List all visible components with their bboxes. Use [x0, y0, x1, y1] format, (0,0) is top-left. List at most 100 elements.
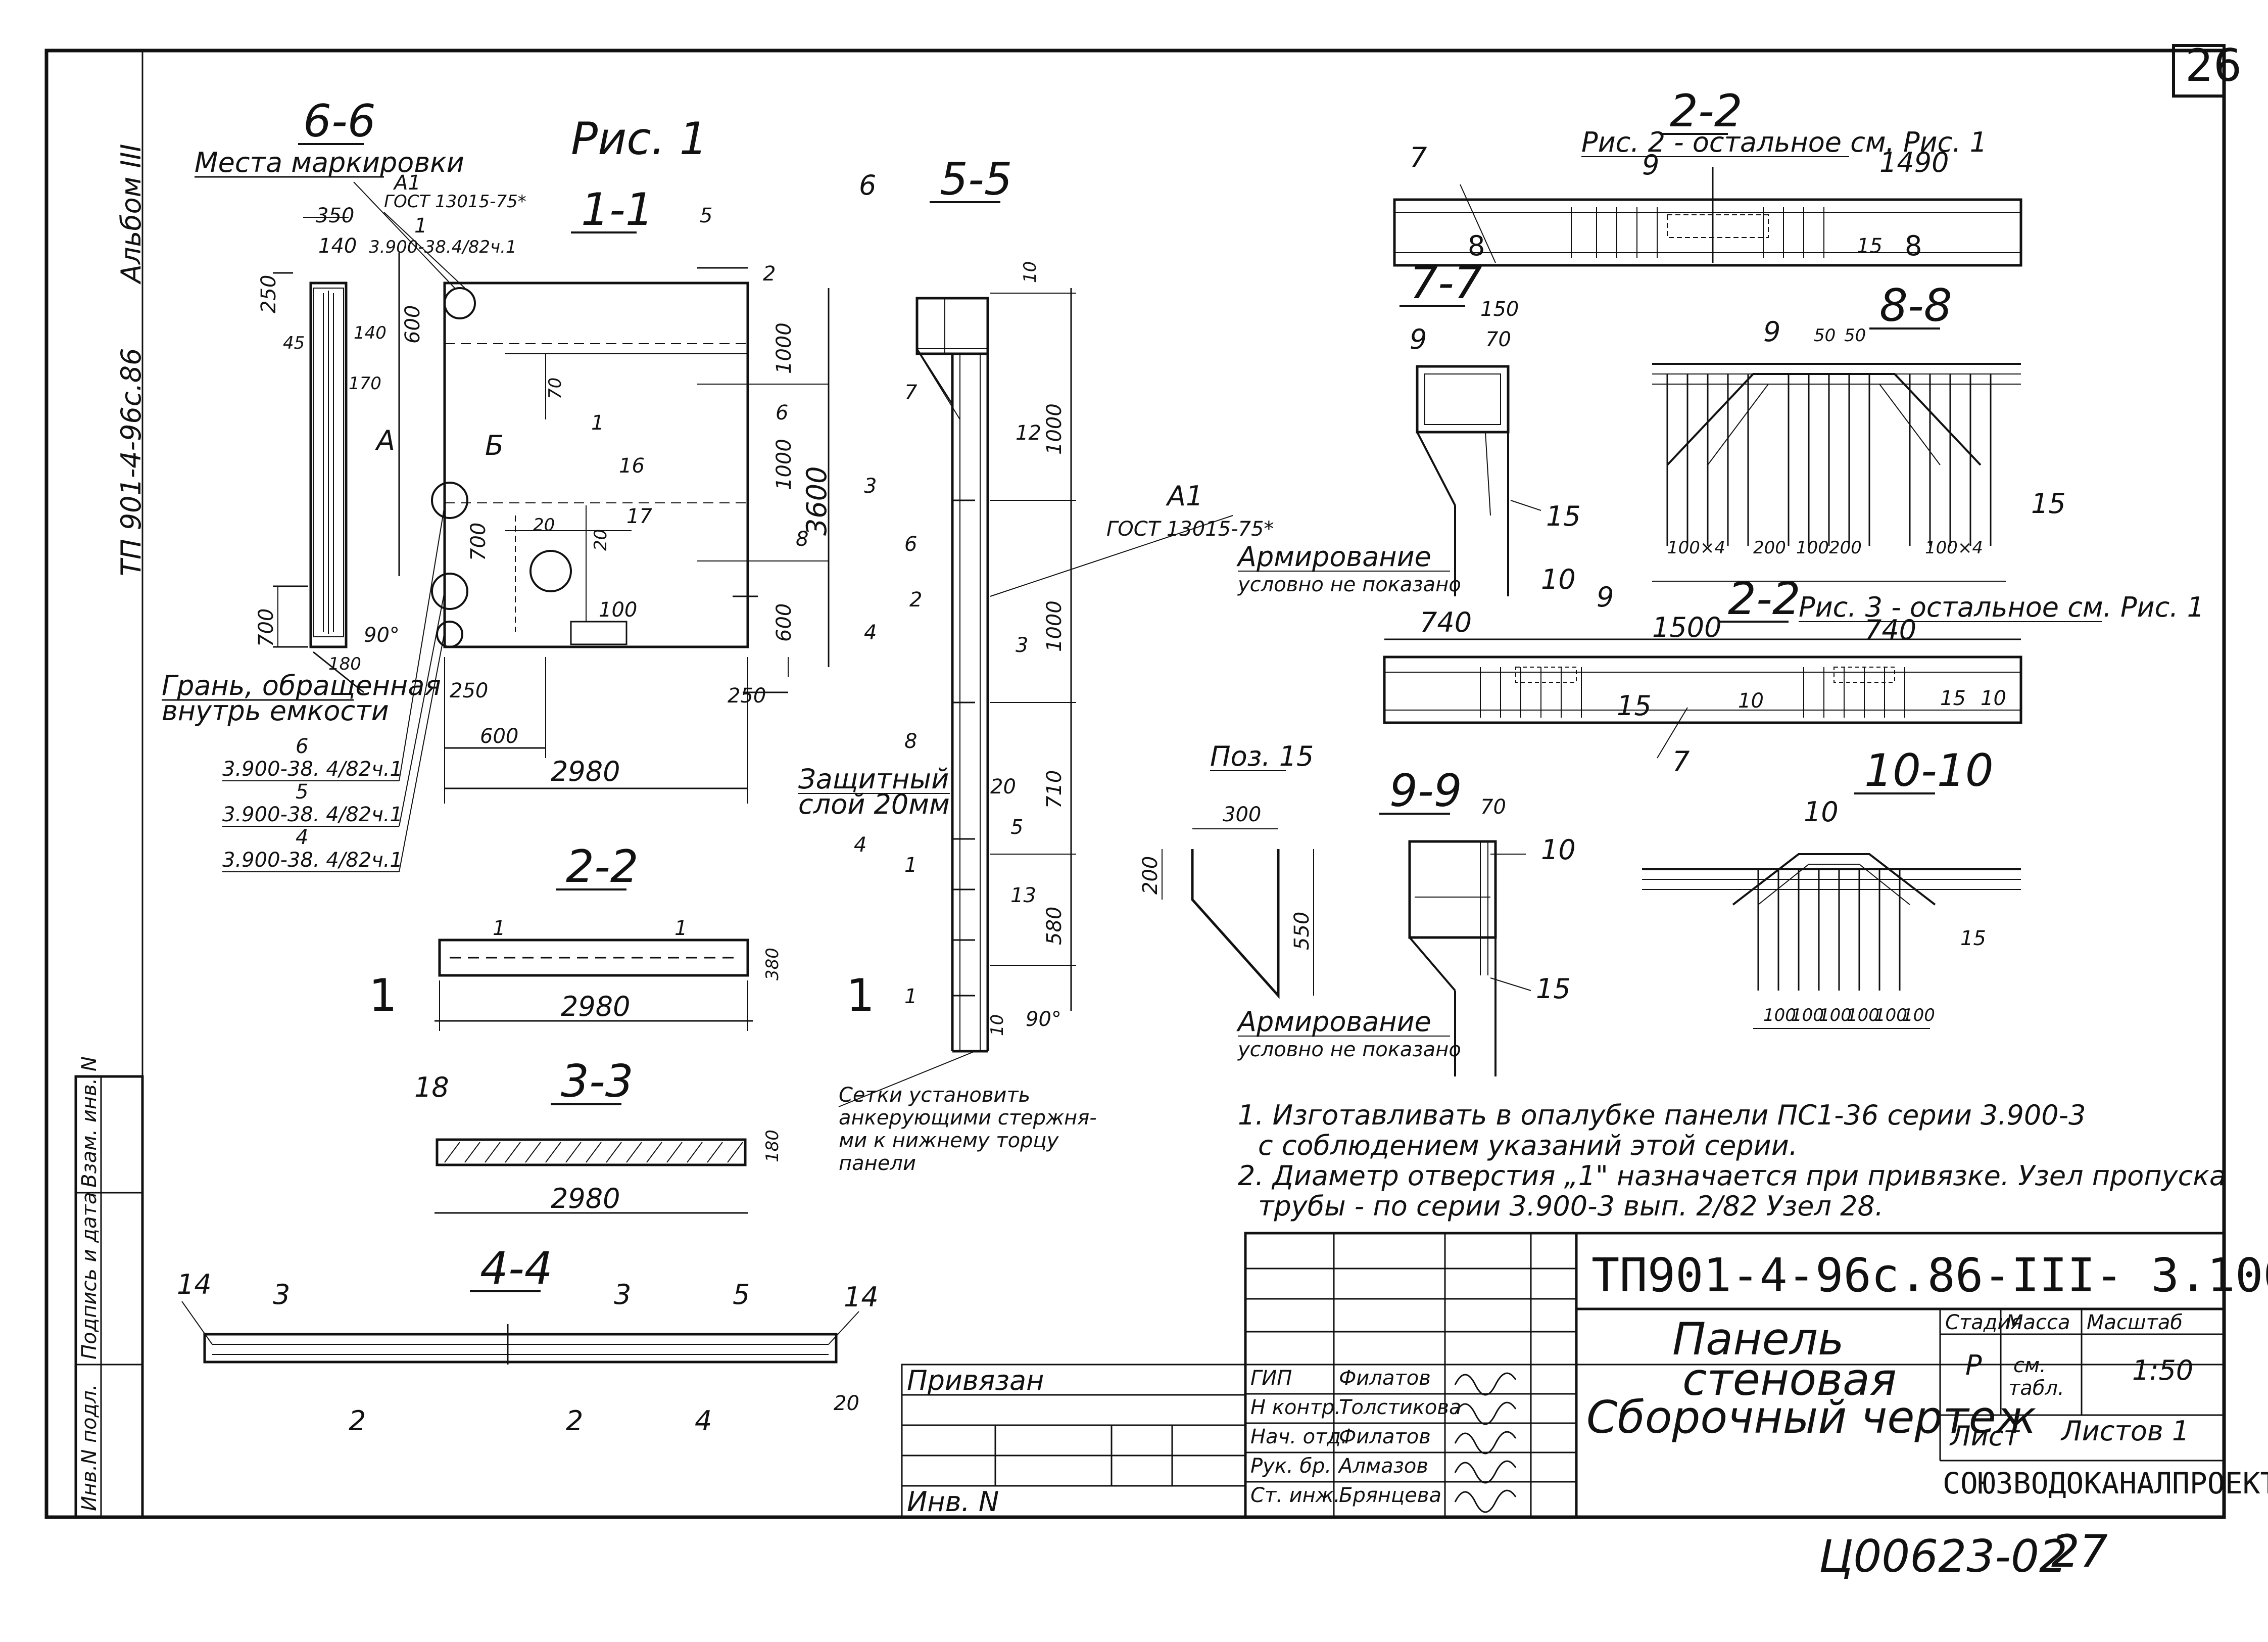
- dim-580: 580: [1043, 907, 1066, 945]
- note-1b: с соблюдением указаний этой серии.: [1258, 1130, 1798, 1161]
- side-stamp-inv: Инв.N подл.: [78, 1384, 101, 1511]
- pos-3d: 3: [614, 1279, 631, 1310]
- pos15-dim-200: 200: [1139, 856, 1162, 895]
- pos-1c: 1: [904, 985, 917, 1008]
- gost-label: ГОСТ 13015-75*: [384, 192, 526, 212]
- fig2-pos-9b: 9: [1410, 323, 1427, 355]
- fig3-reinf-1: Армирование: [1236, 1006, 1431, 1038]
- fig2-pos-8b: 8: [1905, 230, 1922, 262]
- dim-700b: 700: [467, 523, 490, 561]
- fig2-dim-70: 70: [1485, 328, 1511, 351]
- dim-70: 70: [545, 378, 565, 399]
- dim-20d: 20: [834, 1392, 859, 1415]
- fig3-spacing-5: 100: [1902, 1005, 1935, 1025]
- section-7-7-label: 7-7: [1410, 257, 1482, 309]
- fig2-dim-50a: 50: [1814, 325, 1836, 346]
- fig3-elevation: [1383, 638, 2022, 759]
- fig2-pos-9c: 9: [1763, 316, 1780, 348]
- stamp-stage-hdr: Стадия: [1945, 1311, 2022, 1334]
- fig3-pos-15b: 15: [1940, 687, 1966, 710]
- pos-14b: 14: [844, 1281, 879, 1313]
- pos-1b: 1: [904, 854, 917, 877]
- stamp-code: ТП901-4-96с.86-III- 3.100С6: [1591, 1248, 2268, 1302]
- pos-16: 16: [619, 454, 645, 478]
- section-1-1-drawing: [398, 253, 830, 804]
- side-stamp-replace: Взам. инв. N: [78, 1056, 101, 1188]
- pos-8b: 8: [904, 730, 917, 753]
- pos-12: 12: [1016, 421, 1041, 445]
- pos-6: 6: [776, 401, 788, 425]
- pos-5: 5: [700, 204, 712, 227]
- fig3-pos-10e: 10: [1804, 796, 1839, 828]
- dim-45: 45: [283, 333, 305, 353]
- section-5-5-drawing: [915, 288, 1076, 1053]
- note-2b: трубы - по серии 3.900-3 вып. 2/82 Узел …: [1258, 1190, 1884, 1222]
- dim-380: 380: [762, 948, 783, 980]
- fig3-pos-10d: 10: [1541, 834, 1576, 866]
- fig2-spacing-4: 100×4: [1925, 538, 1983, 558]
- dim-1000a: 1000: [773, 322, 796, 374]
- fig3-spacing-2: 100: [1819, 1005, 1852, 1025]
- section-9-9-drawing: [1408, 840, 1531, 1076]
- stamp-name-2: Филатов: [1339, 1425, 1431, 1448]
- stamp-scale: 1:50: [2132, 1354, 2193, 1386]
- pos15-title: Поз. 15: [1210, 740, 1314, 772]
- note-2a: 2. Диаметр отверстия „1" назначается при…: [1238, 1160, 2226, 1192]
- dim-170: 170: [349, 373, 381, 394]
- dim-3600: 3600: [801, 466, 833, 536]
- stamp-scale-hdr: Масштаб: [2087, 1311, 2183, 1334]
- pos-8: 8: [796, 528, 808, 551]
- dim-1000c: 1000: [1043, 403, 1066, 455]
- pos-3b: 3: [1016, 634, 1028, 657]
- dim-10b: 10: [987, 1014, 1007, 1036]
- dim-710: 710: [1043, 770, 1066, 809]
- pos-1-left: 1: [369, 969, 397, 1021]
- section-3-3-label: 3-3: [561, 1055, 634, 1107]
- page-number-box: [2172, 44, 2226, 98]
- fig2-pos-15a: 15: [1857, 234, 1883, 258]
- section-5-5-label: 5-5: [940, 153, 1012, 205]
- stamp-sheet-hdr: Лист: [1949, 1420, 2020, 1452]
- gost-label-b: ГОСТ 13015-75*: [1106, 518, 1274, 541]
- section-2-2-small-drawing: [435, 939, 753, 1031]
- dim-20c: 20: [990, 775, 1016, 799]
- fig3-section-label: 2-2: [1728, 573, 1801, 625]
- pos-7: 7: [904, 381, 918, 404]
- vertical-code: ТП 901-4-96с.86: [115, 348, 147, 576]
- dim-180: 180: [328, 654, 361, 674]
- pos-2: 2: [763, 262, 776, 286]
- stamp-role-1: Н контр.: [1250, 1396, 1341, 1419]
- stamp-role-3: Рук. бр.: [1250, 1455, 1331, 1478]
- stamp-name-1: Толстикова: [1339, 1396, 1461, 1419]
- section-8-8-label: 8-8: [1879, 279, 1952, 332]
- stamp-name-4: Брянцева: [1339, 1484, 1441, 1507]
- section-2-2-small-label: 2-2: [566, 840, 639, 893]
- pos-17: 17: [626, 505, 652, 528]
- fig3-caption: Рис. 3 - остальное см. Рис. 1: [1799, 591, 2204, 623]
- fig2-dim-1490: 1490: [1879, 147, 1949, 178]
- title-block-grid: [901, 1232, 2226, 1519]
- note-1a: 1. Изготавливать в опалубке панели ПС1-3…: [1238, 1099, 2086, 1131]
- dim-20b: 20: [591, 529, 611, 551]
- fig2-spacing-3: 200: [1829, 538, 1862, 558]
- pos15-drawing: [1162, 828, 1314, 999]
- dim-250: 250: [257, 275, 280, 313]
- stamp-title-3: Сборочный чертеж: [1586, 1391, 2036, 1443]
- stamp-role-0: ГИП: [1250, 1367, 1292, 1390]
- dim-700a: 700: [255, 608, 278, 647]
- section-1-1-label: 1-1: [581, 183, 654, 236]
- fig2-pos-15b: 15: [1546, 500, 1581, 532]
- ref-1: 1: [414, 214, 427, 238]
- mesh-note-2: анкерующими стержня-: [839, 1106, 1097, 1130]
- side-stamp: [74, 1075, 144, 1519]
- stamp-name-3: Алмазов: [1337, 1455, 1428, 1478]
- ref-4-num: 4: [296, 826, 308, 849]
- section-10-10-drawing: [1642, 853, 2021, 991]
- stamp-title-2: стеновая: [1682, 1353, 1897, 1405]
- dim-90: 90°: [364, 624, 400, 647]
- stamp-name-0: Филатов: [1339, 1367, 1431, 1390]
- dim-600c: 600: [773, 603, 796, 642]
- page-number: 26: [2185, 39, 2242, 91]
- stamp-inv: Инв. N: [907, 1486, 999, 1518]
